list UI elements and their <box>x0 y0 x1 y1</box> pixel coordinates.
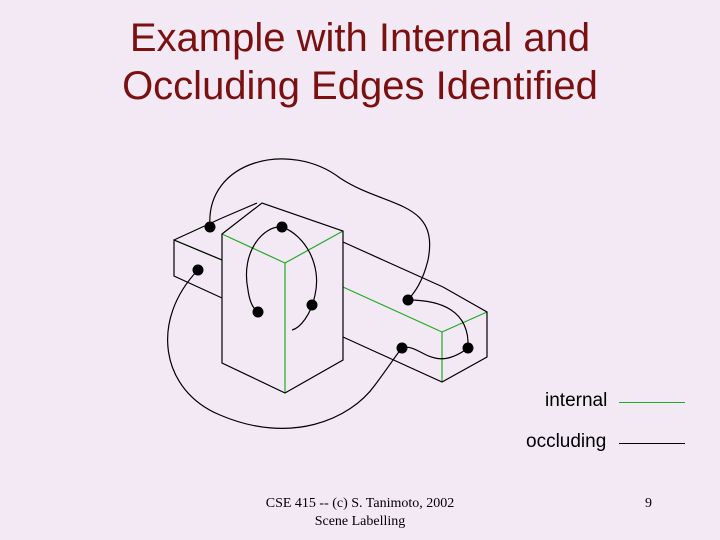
junction-dots <box>192 221 474 354</box>
arc-outer-bottom <box>167 269 403 429</box>
junction-dot <box>276 221 288 233</box>
junction-dot <box>462 342 474 354</box>
internal-edge <box>221 233 286 264</box>
arc-inner-right <box>281 226 318 331</box>
footer-line-2: Scene Labelling <box>314 514 406 529</box>
legend-occluding-label: occluding <box>526 431 607 452</box>
junction-dot <box>306 299 318 311</box>
occluding-edges <box>173 202 488 394</box>
footer-line-1: CSE 415 -- (c) S. Tanimoto, 2002 <box>265 496 455 511</box>
internal-edges <box>173 230 488 393</box>
arc-right-block <box>407 299 469 349</box>
junction-dot <box>402 294 414 306</box>
title-line-1: Example with Internal and <box>129 16 591 60</box>
junction-dot <box>204 221 216 233</box>
internal-edge <box>441 311 488 333</box>
occluding-edge <box>173 217 223 241</box>
arc-right-lower <box>401 346 469 360</box>
occluding-edge <box>342 241 488 383</box>
internal-edge <box>342 286 443 333</box>
occluding-edge <box>173 239 223 299</box>
slide-title: Example with Internal and Occluding Edge… <box>0 14 720 110</box>
internal-edge <box>284 230 344 264</box>
title-line-2: Occluding Edges Identified <box>122 64 598 108</box>
junction-dot <box>192 264 204 276</box>
occluding-edge <box>221 202 258 219</box>
arc-inner-left <box>245 226 283 313</box>
junction-dot <box>252 306 264 318</box>
arc-outer-top <box>209 158 431 301</box>
occluding-edge <box>221 202 344 394</box>
legend-internal-line <box>619 402 685 403</box>
slide-footer: CSE 415 -- (c) S. Tanimoto, 2002 Scene L… <box>260 495 460 531</box>
page-number: 9 <box>645 496 652 511</box>
legend-occluding-line <box>619 443 685 444</box>
legend-internal-label: internal <box>545 390 608 411</box>
junction-dot <box>396 342 408 354</box>
